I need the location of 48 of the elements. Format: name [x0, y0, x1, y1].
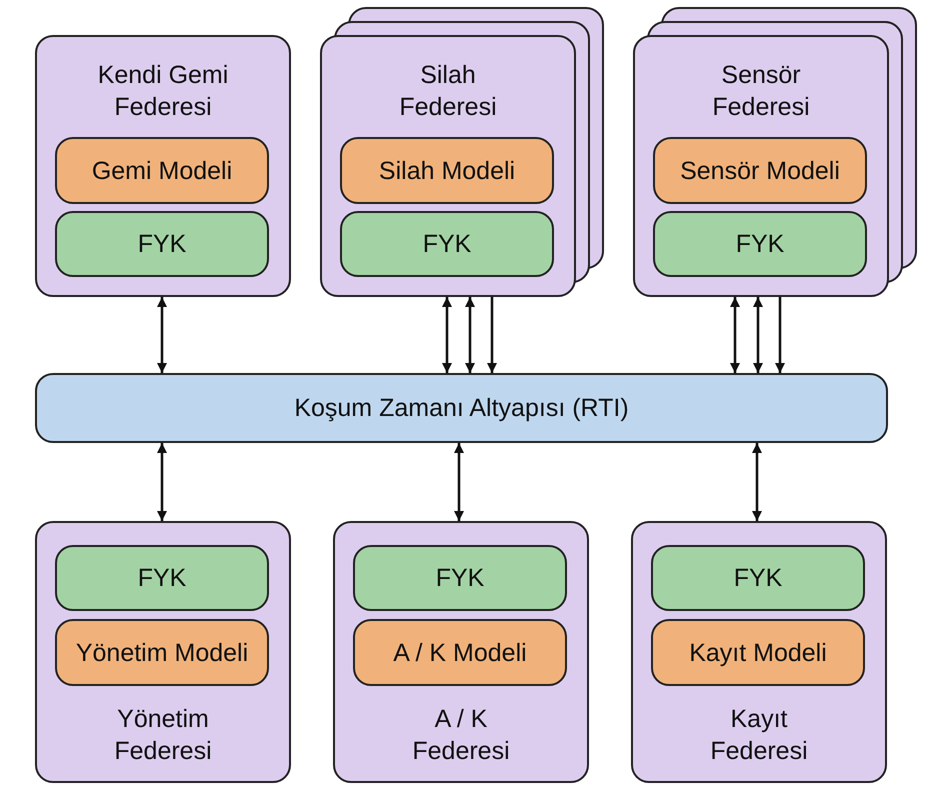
box-label: Gemi Modeli: [90, 156, 234, 186]
arrow: [442, 297, 452, 373]
federate-title: Sensör Federesi: [711, 60, 811, 123]
arrow: [454, 443, 464, 521]
model-box: [651, 619, 865, 686]
arrow: [157, 297, 167, 373]
federate-panel: [333, 521, 589, 783]
federate-title: Kayıt Federesi: [709, 704, 809, 767]
box-label: Koşum Zamanı Altyapısı (RTI): [293, 393, 630, 423]
box-label: FYK: [734, 229, 786, 259]
model-box: [353, 619, 567, 686]
box-label: A / K Modeli: [392, 638, 528, 668]
box-label: FYK: [434, 563, 486, 593]
federate-panel: [35, 521, 291, 783]
box-label: FYK: [422, 229, 472, 259]
model-box: [340, 137, 554, 204]
fyk-box: [55, 545, 269, 611]
arrow: [752, 443, 762, 521]
federate-panel: [320, 35, 576, 297]
arrow: [157, 443, 167, 521]
federate-title: A / K Federesi: [411, 704, 511, 767]
box-label: Silah Modeli: [378, 156, 516, 186]
arrow: [465, 297, 475, 373]
fyk-box: [653, 211, 867, 277]
fyk-box: [651, 545, 865, 611]
box-label: Sensör Modeli: [679, 156, 841, 186]
federate-title: Silah Federesi: [398, 60, 498, 123]
arrow: [730, 297, 740, 373]
model-box: [653, 137, 867, 204]
box-label: Kayıt Modeli: [688, 638, 828, 668]
model-box: [55, 137, 269, 204]
fyk-box: [55, 211, 269, 277]
fyk-box: [353, 545, 567, 611]
federate-panel: [631, 521, 887, 783]
federate-title: Yönetim Federesi: [113, 704, 213, 767]
box-label: Yönetim Modeli: [74, 638, 250, 668]
arrow: [775, 297, 785, 373]
rti-bar: [35, 373, 888, 443]
arrow: [753, 297, 763, 373]
box-label: FYK: [136, 563, 188, 593]
federate-title: Kendi Gemi Federesi: [96, 60, 230, 123]
federate-panel: [35, 35, 291, 297]
model-box: [55, 619, 269, 686]
federate-panel: [633, 35, 889, 297]
arrow: [487, 297, 497, 373]
box-label: FYK: [136, 229, 188, 259]
fyk-box: [340, 211, 554, 277]
box-label: FYK: [732, 563, 784, 593]
